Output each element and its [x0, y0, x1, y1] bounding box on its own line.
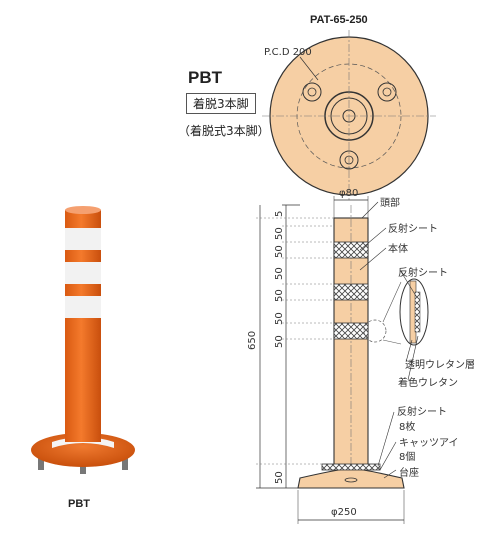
overall-height-label: 650 — [247, 330, 258, 350]
segment-dim-6: 50 — [274, 312, 285, 325]
photo-band-3 — [65, 296, 101, 318]
reflective-band-2 — [333, 283, 369, 301]
callout-clear-urethane: 透明ウレタン層 — [405, 360, 475, 371]
segment-dim-1: 5 — [274, 210, 285, 217]
segment-dim-4: 50 — [274, 267, 285, 280]
callout-head: 頭部 — [380, 198, 400, 209]
base-height-label: 50 — [274, 471, 285, 484]
top-view — [262, 30, 436, 200]
series-title: PBT — [188, 68, 222, 87]
bolt-hole-3 — [339, 150, 359, 170]
callout-reflective-sheet-3: 反射シート — [397, 407, 447, 418]
model-code: PAT-65-250 — [310, 14, 368, 26]
callout-sheet-count: 8枚 — [399, 422, 416, 433]
type-label-paren: （着脱式3本脚） — [178, 124, 270, 138]
callout-cats-eye-count: 8個 — [399, 452, 416, 463]
reflective-band-3 — [333, 322, 369, 340]
foot-right — [122, 458, 128, 470]
side-view — [256, 196, 429, 524]
foot-left — [38, 458, 44, 470]
product-photo — [31, 206, 135, 474]
photo-caption: PBT — [68, 498, 90, 510]
bolt-hole-2 — [377, 82, 397, 102]
photo-band-2 — [65, 262, 101, 284]
foot-center — [80, 462, 86, 474]
segment-dim-3: 50 — [274, 245, 285, 258]
callout-reflective-sheet-2: 反射シート — [398, 268, 448, 279]
reflective-band-1 — [333, 241, 369, 259]
base-diameter-label: φ250 — [331, 507, 357, 518]
detail-marker — [363, 319, 387, 343]
segment-dim-2: 50 — [274, 227, 285, 240]
bolt-hole-1 — [302, 82, 322, 102]
callout-base: 台座 — [399, 468, 419, 479]
photo-post-top — [65, 206, 101, 214]
pcd-label: P.C.D 200 — [264, 47, 312, 58]
type-label-boxed: 着脱3本脚 — [186, 93, 256, 114]
callout-cats-eye: キャッツアイ — [399, 438, 459, 449]
cats-eye-ring — [321, 463, 381, 471]
callout-body: 本体 — [388, 244, 408, 255]
callout-colored-urethane: 着色ウレタン — [398, 378, 458, 389]
callout-reflective-sheet-1: 反射シート — [388, 224, 438, 235]
segment-dim-7: 50 — [274, 335, 285, 348]
photo-band-1 — [65, 228, 101, 250]
top-diameter-label: φ80 — [339, 188, 359, 199]
segment-dim-5: 50 — [274, 289, 285, 302]
